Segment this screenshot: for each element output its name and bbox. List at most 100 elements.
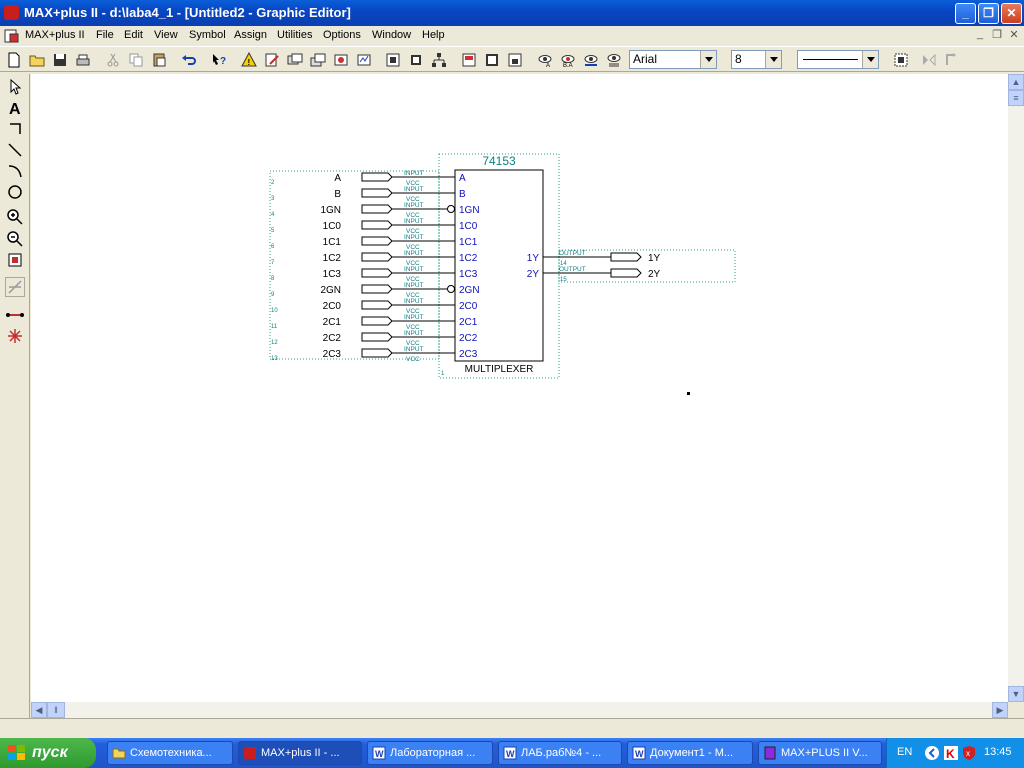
task-word-lab[interactable]: W Лабораторная ... [367,741,493,765]
vertical-scroll-thumb[interactable]: ≡ [1008,90,1024,106]
print-button[interactable] [73,50,93,69]
horizontal-scrollbar[interactable]: ◀ ‖ ▶ [31,702,1008,718]
fit-in-window-tool[interactable] [5,250,25,270]
font-size-select[interactable]: 8 [731,50,782,69]
document-icon[interactable] [4,29,19,43]
floorplan-button[interactable] [459,50,479,69]
text-tool[interactable]: A [5,98,25,118]
menu-file[interactable]: File [96,29,114,41]
find-button-4[interactable] [604,50,624,69]
flip-horizontal-button[interactable] [919,50,939,69]
zoom-out-tool[interactable] [5,229,25,249]
programmer-button[interactable] [505,50,525,69]
hierarchy-button-2[interactable] [285,50,305,69]
circle-tool[interactable] [5,182,25,202]
cut-button[interactable] [103,50,123,69]
rotate-button[interactable] [942,50,962,69]
menu-help[interactable]: Help [422,29,445,41]
diagonal-line-tool[interactable] [5,140,25,160]
doc-restore-button[interactable]: ❐ [992,29,1002,41]
menu-symbol[interactable]: Symbol [189,29,226,41]
menu-utilities[interactable]: Utilities [277,29,313,41]
project-button-1[interactable] [383,50,403,69]
vertical-scrollbar[interactable]: ▲ ≡ ▼ [1008,74,1024,702]
chevron-down-icon[interactable] [765,51,781,68]
project-button-2[interactable] [406,50,426,69]
chevron-down-icon[interactable] [862,51,878,68]
scroll-right-button[interactable]: ▶ [992,702,1008,718]
close-button[interactable]: ✕ [1001,3,1022,24]
maxplus-app-icon[interactable] [4,5,19,20]
timing-button[interactable] [482,50,502,69]
zoom-in-tool[interactable] [5,207,25,227]
task-word-doc1[interactable]: W Документ1 - М... [627,741,753,765]
find-button-3[interactable] [581,50,601,69]
new-button[interactable] [4,50,24,69]
menu-options[interactable]: Options [323,29,361,41]
connect-tool[interactable] [5,305,25,325]
mux-74153-block[interactable] [454,169,544,362]
task-maxplus[interactable]: MAX+plus II - ... [238,741,362,765]
chevron-down-icon[interactable] [700,51,716,68]
task-word-lab4[interactable]: W ЛАБ.раб№4 - ... [498,741,622,765]
line-style-select[interactable] [797,50,879,69]
doc-close-button[interactable]: ✕ [1009,29,1019,41]
tray-back-icon[interactable] [924,745,940,761]
horizontal-scroll-thumb[interactable]: ‖ [47,702,65,718]
doc-minimize-button[interactable]: _ [976,28,984,40]
menu-view[interactable]: View [154,29,178,41]
menu-window[interactable]: Window [372,29,412,41]
open-button[interactable] [27,50,47,69]
font-name-select[interactable]: Arial [629,50,717,69]
task-maxplus-help[interactable]: MAX+PLUS II V... [758,741,882,765]
simulate-button[interactable] [354,50,374,69]
copy-button[interactable] [126,50,146,69]
hierarchy-button-1[interactable] [262,50,282,69]
task-explorer[interactable]: Схемотехника... [107,741,233,765]
disconnect-tool[interactable] [5,326,25,346]
undo-button[interactable] [179,50,199,69]
selection-tool[interactable] [5,77,25,97]
warning-button[interactable]: ! [239,50,259,69]
compile-button[interactable] [331,50,351,69]
maximize-button[interactable]: ❐ [978,3,999,24]
start-button[interactable]: пуск [0,738,96,768]
find-button-2[interactable]: B.A [558,50,578,69]
find-button-1[interactable]: A [535,50,555,69]
arc-tool[interactable] [5,161,25,181]
rubberband-toggle-tool[interactable] [5,277,25,297]
tray-shield-icon[interactable]: x [961,745,977,761]
language-indicator[interactable]: EN [897,746,913,758]
hierarchy-button-3[interactable] [308,50,328,69]
rubberbanding-button[interactable] [891,50,911,69]
scroll-down-button[interactable]: ▼ [1008,686,1024,702]
menu-assign[interactable]: Assign [234,29,268,41]
scroll-up-button[interactable]: ▲ [1008,74,1024,90]
paste-button[interactable] [149,50,169,69]
input-tag: INPUT [404,250,424,257]
tray-antivirus-icon[interactable]: K [943,745,959,761]
scroll-left-button[interactable]: ◀ [31,702,47,718]
save-button[interactable] [50,50,70,69]
context-help-button[interactable]: ? [209,50,229,69]
minimize-button[interactable]: _ [955,3,976,24]
menu-edit[interactable]: Edit [124,29,143,41]
menu-maxplus[interactable]: MAX+plus II [25,29,85,41]
hierarchy-tree-button[interactable] [429,50,449,69]
orthogonal-line-tool[interactable] [5,119,25,139]
